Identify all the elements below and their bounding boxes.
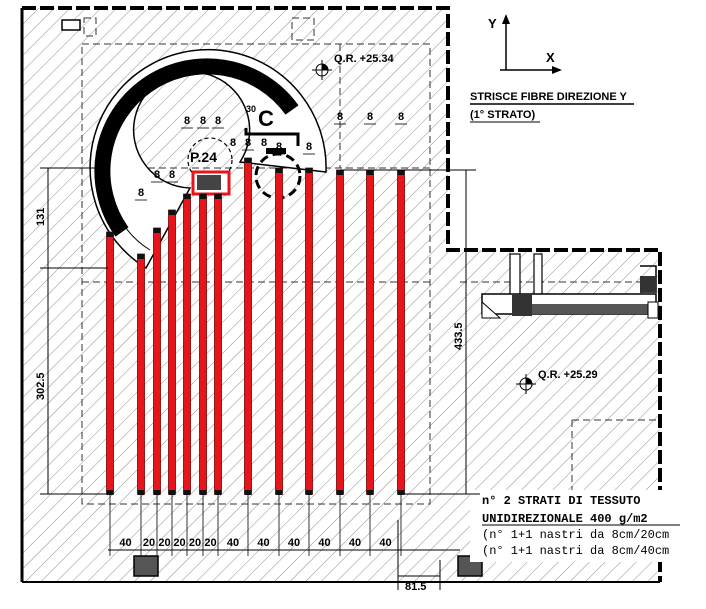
bottom-dimension-label: 20 [143,537,155,549]
strip-width-label: 8 [398,111,404,123]
fiber-strip [305,167,313,495]
svg-text:433.5: 433.5 [453,322,465,350]
fiber-strip [275,167,283,495]
drawing-title: STRISCE FIBRE DIREZIONE Y (1° STRATO) [470,91,634,123]
strip-end-cap [275,490,283,495]
strip-end-cap [336,490,344,495]
dimension-81-5: 81.5 [397,520,441,593]
top-left-box [61,19,81,31]
fiber-strip [366,169,374,495]
svg-text:(n° 1+1 nastri da 8cm/40cm: (n° 1+1 nastri da 8cm/40cm [482,544,669,558]
svg-text:131: 131 [35,208,47,226]
strip-width-label: 8 [245,137,251,149]
fiber-strip [153,227,161,495]
strip-width-label: 8 [276,141,282,153]
strip-width-label: 8 [230,137,236,149]
strip-end-cap [397,490,405,495]
strip-end-cap [214,490,222,495]
strip-end-cap [305,168,313,173]
strip-end-cap [199,194,207,199]
fiber-strip [199,193,207,495]
strip-end-cap [137,254,145,259]
bottom-dimension-label: 20 [158,537,170,549]
strip-end-cap [366,170,374,175]
strip-end-cap [168,490,176,495]
svg-text:(n° 1+1 nastri da 8cm/20cm: (n° 1+1 nastri da 8cm/20cm [482,528,669,542]
svg-text:(1° STRATO): (1° STRATO) [470,109,535,121]
strip-end-cap [168,210,176,215]
strip-end-cap [106,490,114,495]
fiber-strip [137,253,145,495]
strip-width-label: 8 [107,196,113,208]
strip-end-cap [244,490,252,495]
bottom-dimension-label: 20 [173,537,185,549]
strip-width-label: 8 [337,111,343,123]
strip-width-label: 8 [200,115,206,127]
strip-end-cap [214,194,222,199]
bottom-dimension-label: 40 [257,537,269,549]
fiber-strip [336,169,344,495]
fiber-strip [397,169,405,495]
bottom-dimension-label: 40 [349,537,361,549]
fiber-strip [214,193,222,495]
svg-text:Q.R. +25.29: Q.R. +25.29 [538,369,598,381]
fiber-strip [168,209,176,495]
slab-outline [22,6,662,582]
strip-width-label: 8 [367,111,373,123]
strip-end-cap [244,158,252,163]
fiber-strip [183,193,191,495]
bottom-dimension-label: 40 [227,537,239,549]
svg-text:STRISCE FIBRE DIREZIONE Y: STRISCE FIBRE DIREZIONE Y [470,91,628,103]
pillar-circle [187,137,233,183]
strip-end-cap [366,490,374,495]
detail-label: C [258,106,274,131]
bottom-dimension-label: 40 [379,537,391,549]
strip-end-cap [153,490,161,495]
strip-width-label: 8 [169,169,175,181]
strip-end-cap [305,490,313,495]
strip-end-cap [137,490,145,495]
elevation-right: Q.R. +25.29 [516,369,598,394]
strip-end-cap [199,490,207,495]
svg-text:Y: Y [488,16,497,31]
wall-detail [481,253,659,319]
svg-text:81.5: 81.5 [405,581,426,593]
strip-end-cap [275,168,283,173]
strip-width-label: 8 [154,169,160,181]
strip-width-label: 8 [306,141,312,153]
strip-end-cap [183,490,191,495]
bottom-dimension-label: 40 [288,537,300,549]
bottom-dimension-label: 40 [318,537,330,549]
strip-end-cap [336,170,344,175]
strip-end-cap [153,228,161,233]
column-stub-left [133,555,159,577]
svg-text:30: 30 [246,104,256,114]
bottom-dimension-label: 20 [204,537,216,549]
strip-width-label: 8 [184,115,190,127]
note-block: n° 2 STRATI DI TESSUTO UNIDIREZIONALE 40… [408,490,706,562]
svg-text:Q.R. +25.34: Q.R. +25.34 [334,53,395,65]
svg-text:UNIDIREZIONALE 400 g/m2: UNIDIREZIONALE 400 g/m2 [482,512,648,526]
strip-width-label: 8 [215,115,221,127]
bottom-dimension-label: 20 [189,537,201,549]
bottom-dimension-label: 40 [119,537,131,549]
fiber-strip [244,157,252,495]
strip-width-label: 8 [138,187,144,199]
strip-end-cap [397,170,405,175]
axis-icon: Y X [488,14,562,74]
spiral-stair [89,48,327,270]
fiber-strip [106,231,114,495]
svg-text:X: X [546,50,555,65]
svg-text:302.5: 302.5 [35,372,47,400]
strip-width-label: 8 [261,137,267,149]
elevation-top: Q.R. +25.34 [312,53,395,80]
left-dimensions: 131 302.5 [35,167,108,495]
svg-text:n° 2 STRATI DI TESSUTO: n° 2 STRATI DI TESSUTO [482,494,640,508]
strip-end-cap [106,232,114,237]
strip-end-cap [183,194,191,199]
pillar-label: P.24 [190,149,217,165]
